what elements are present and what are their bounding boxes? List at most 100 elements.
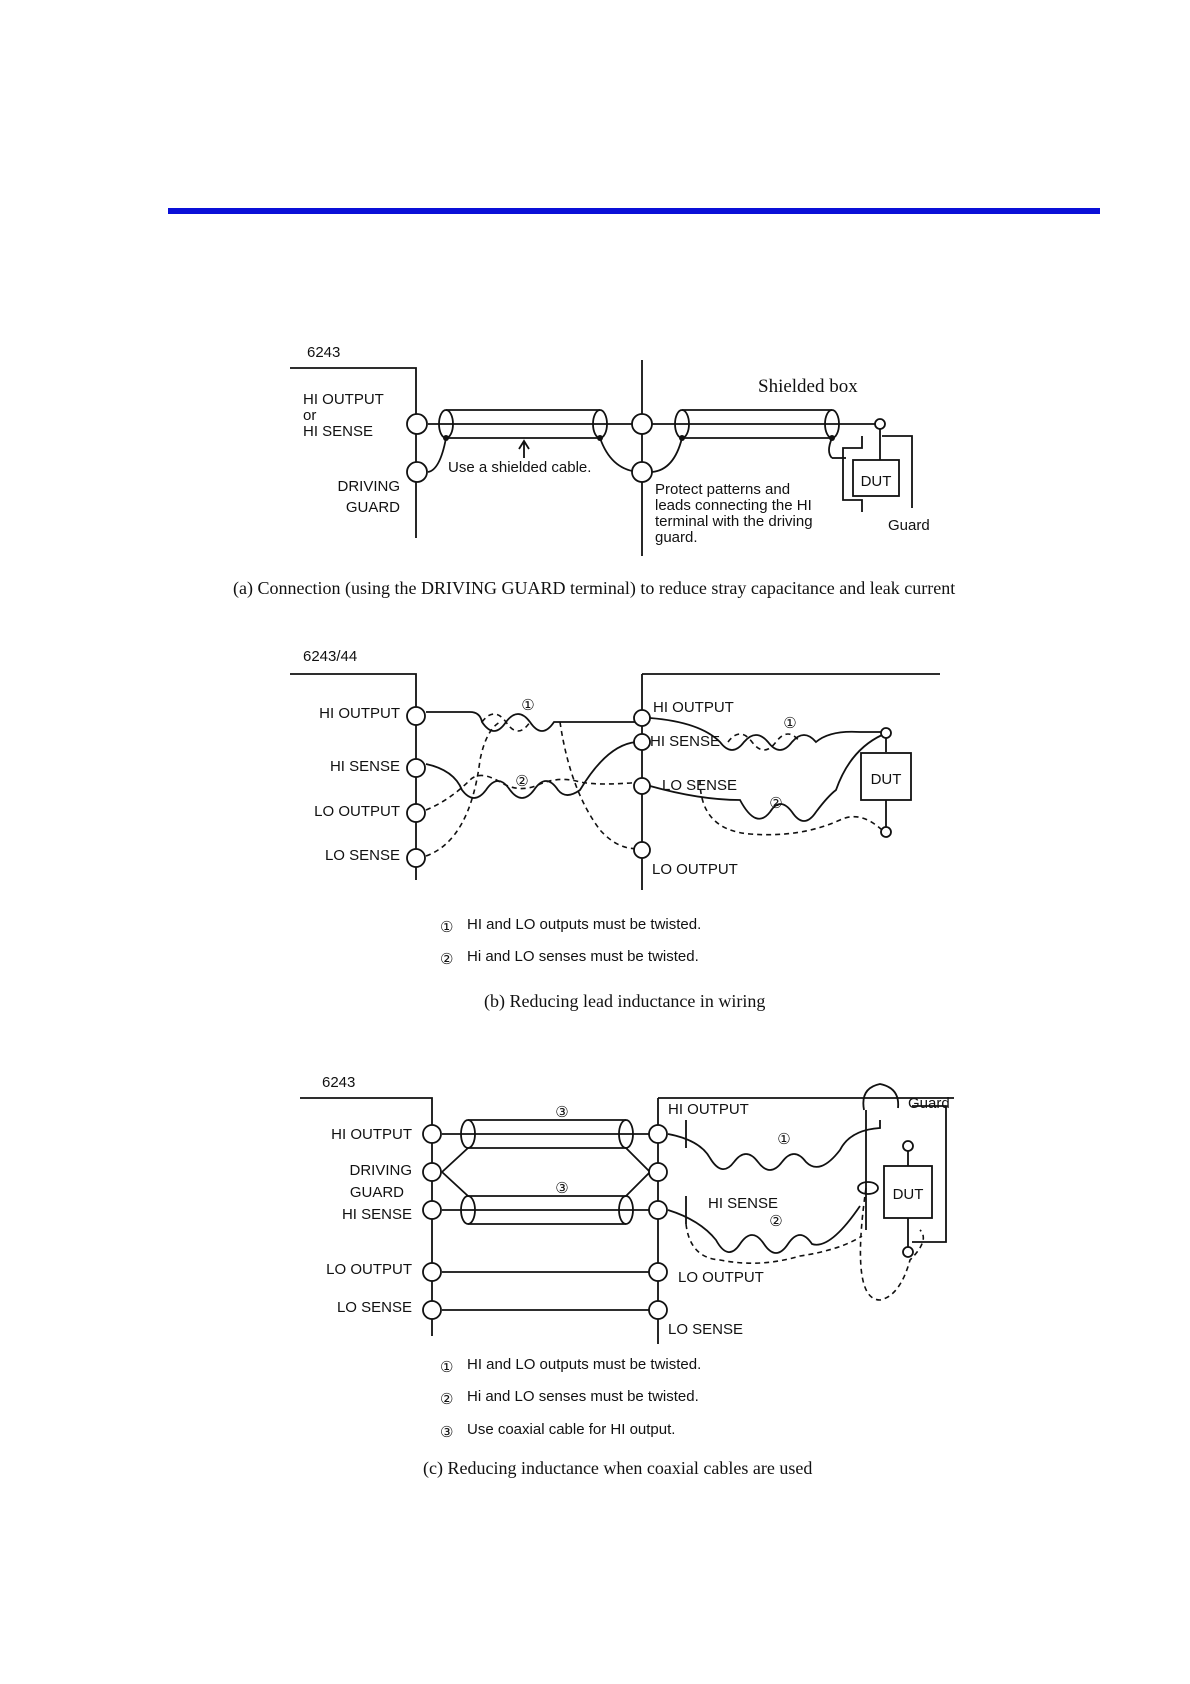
label-driving-c: DRIVING — [349, 1162, 412, 1179]
terminal-lo-sense-b[interactable] — [406, 848, 426, 868]
label-hi-sense-b: HI SENSE — [330, 758, 400, 775]
label-or-a: or — [303, 407, 316, 424]
dut-box-b — [860, 752, 912, 801]
fixture-hi-output-c[interactable] — [648, 1124, 668, 1144]
shielded-cable-1 — [428, 409, 642, 439]
marker-3-c-bottom: ③ — [555, 1180, 568, 1197]
label-hi-sense-a: HI SENSE — [303, 423, 373, 440]
guard-loop — [862, 1083, 900, 1111]
coax-cable-1 — [442, 1119, 658, 1149]
caption-b: (b) Reducing lead inductance in wiring — [484, 991, 765, 1012]
right-lo-sense-c: LO SENSE — [668, 1321, 743, 1338]
diagram-b: 6243/44 HI OUTPUT HI SENSE LO OUTPUT LO … — [290, 648, 940, 1012]
note-b-1-marker: ① — [440, 919, 453, 936]
terminal-hi-output-c[interactable] — [422, 1124, 442, 1144]
coax-cable-2 — [442, 1195, 658, 1225]
junction-dot — [443, 435, 449, 441]
right-lo-sense-b: LO SENSE — [662, 777, 737, 794]
dut-box-a — [852, 459, 900, 497]
twist-dashed-right-b — [727, 733, 801, 751]
guard-label-c: Guard — [908, 1095, 950, 1112]
instrument-label-c: 6243 — [322, 1074, 355, 1091]
dut-label-a: DUT — [861, 473, 892, 490]
note-shielded-cable: Use a shielded cable. — [448, 459, 591, 476]
lo-output-return-b — [559, 721, 643, 850]
note-c-1-text: HI and LO outputs must be twisted. — [467, 1356, 701, 1373]
note-b-2-text: Hi and LO senses must be twisted. — [467, 948, 699, 965]
fixture-lo-output-b[interactable] — [633, 841, 651, 859]
label-guard-c: GUARD — [350, 1184, 404, 1201]
junction-dot — [597, 435, 603, 441]
guard-links-c — [441, 1147, 651, 1197]
marker-1-c: ① — [777, 1131, 790, 1148]
terminal-lo-output-c[interactable] — [422, 1262, 442, 1282]
label-hi-output-c: HI OUTPUT — [331, 1126, 412, 1143]
fixture-hi-output-b[interactable] — [633, 709, 651, 727]
shield-to-guard — [427, 437, 447, 473]
fixture-panel-c — [657, 1097, 954, 1344]
right-hi-output-c: HI OUTPUT — [668, 1101, 749, 1118]
junction-dot — [829, 435, 835, 441]
fixture-terminal-guard[interactable] — [631, 461, 653, 483]
marker-2-b-right: ② — [769, 795, 782, 812]
label-lo-sense-c: LO SENSE — [337, 1299, 412, 1316]
label-hi-sense-c: HI SENSE — [342, 1206, 412, 1223]
marker-1-b: ① — [521, 697, 534, 714]
dut-label-c: DUT — [893, 1186, 924, 1203]
twist-dashed-1 — [481, 713, 531, 732]
lo-output-wire-b — [425, 774, 643, 811]
note-c-1-marker: ① — [440, 1359, 453, 1376]
note-c-2-text: Hi and LO senses must be twisted. — [467, 1388, 699, 1405]
junction-dot — [679, 435, 685, 441]
terminal-hi-output-b[interactable] — [406, 706, 426, 726]
marker-2-b: ② — [515, 773, 528, 790]
right-dashed-b — [699, 779, 883, 836]
label-lo-output-b: LO OUTPUT — [314, 803, 400, 820]
diagram-a: 6243 HI OUTPUT or HI SENSE DRIVING GUARD… — [233, 344, 955, 599]
guard-label-a: Guard — [888, 517, 930, 534]
dut-terminal-top-b — [880, 727, 892, 739]
label-driving-a: DRIVING — [337, 478, 400, 495]
guard-to-shield — [651, 437, 683, 473]
arrow-icon — [518, 439, 530, 458]
fixture-guard-c[interactable] — [648, 1162, 668, 1182]
right-hi-output-b: HI OUTPUT — [653, 699, 734, 716]
right-hi-sense-c: HI SENSE — [708, 1195, 778, 1212]
coax-end-c — [857, 1181, 879, 1195]
hi-sense-wire-b — [425, 741, 643, 799]
terminal-hi-sense-b[interactable] — [406, 758, 426, 778]
label-shielded-box: Shielded box — [758, 376, 858, 397]
dashed-returns-c — [685, 1187, 925, 1301]
terminal-lo-sense-c[interactable] — [422, 1300, 442, 1320]
dut-terminal-top — [874, 418, 886, 430]
label-lo-output-c: LO OUTPUT — [326, 1261, 412, 1278]
diagram-c: 6243 HI OUTPUT DRIVING GUARD HI SENSE LO… — [300, 1074, 954, 1479]
right-lo-output-b: LO OUTPUT — [652, 861, 738, 878]
fixture-lo-output-c[interactable] — [648, 1262, 668, 1282]
note-protect-4: guard. — [655, 529, 698, 546]
instrument-label-b: 6243/44 — [303, 648, 357, 665]
terminal-lo-output-b[interactable] — [406, 803, 426, 823]
dut-terminal-bottom-b — [880, 826, 892, 838]
marker-2-c: ② — [769, 1213, 782, 1230]
guard-plate-c — [865, 1105, 947, 1243]
terminal-guard-c[interactable] — [422, 1162, 442, 1182]
fixture-lo-sense-c[interactable] — [648, 1300, 668, 1320]
terminal-hi-sense-c[interactable] — [422, 1200, 442, 1220]
instrument-panel-c — [300, 1097, 433, 1336]
fixture-terminal-hi[interactable] — [631, 413, 653, 435]
shielded-cable-2 — [652, 409, 880, 439]
note-b-2-marker: ② — [440, 951, 453, 968]
twisted-pairs-c — [667, 1120, 881, 1254]
caption-a: (a) Connection (using the DRIVING GUARD … — [233, 578, 955, 599]
fixture-lo-sense-b[interactable] — [633, 777, 651, 795]
right-sense-wire-b — [649, 734, 883, 822]
fixture-hi-sense-b[interactable] — [633, 733, 651, 751]
label-hi-output-b: HI OUTPUT — [319, 705, 400, 722]
fixture-hi-sense-c[interactable] — [648, 1200, 668, 1220]
terminal-hi-a[interactable] — [406, 413, 428, 435]
terminal-guard-a[interactable] — [406, 461, 428, 483]
note-c-3-text: Use coaxial cable for HI output. — [467, 1421, 675, 1438]
